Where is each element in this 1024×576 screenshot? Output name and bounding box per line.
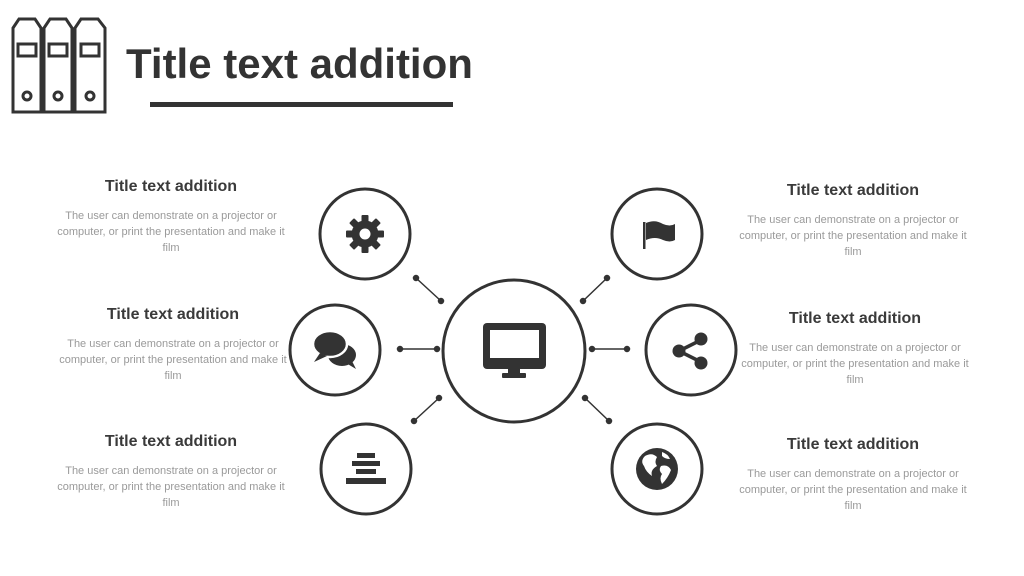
block-description: The user can demonstrate on a projector … — [739, 468, 967, 512]
block-description: The user can demonstrate on a projector … — [59, 338, 287, 382]
layers-icon — [346, 453, 386, 484]
block-title: Title text addition — [104, 178, 238, 195]
share-icon — [672, 332, 708, 370]
connectors — [396, 274, 631, 425]
block-title: Title text addition — [106, 306, 240, 323]
block-description: The user can demonstrate on a projector … — [741, 342, 969, 386]
flag-icon — [643, 221, 675, 249]
text-block-gear: Title text addition The user can demonst… — [56, 178, 286, 256]
title-underline — [150, 102, 453, 107]
text-block-chat: Title text addition The user can demonst… — [58, 306, 288, 384]
text-block-flag: Title text addition The user can demonst… — [738, 182, 968, 260]
globe-icon — [636, 448, 678, 490]
connector-mid-right — [588, 345, 631, 353]
text-block-share: Title text addition The user can demonst… — [740, 310, 970, 388]
block-description: The user can demonstrate on a projector … — [57, 465, 285, 509]
connector-bottom-right — [581, 394, 613, 425]
connector-top-right — [579, 274, 611, 305]
center-node — [441, 278, 587, 424]
connector-top-left — [412, 274, 445, 305]
connector-mid-left — [396, 345, 441, 353]
block-title: Title text addition — [786, 436, 920, 453]
node-circle-share — [644, 303, 738, 397]
text-block-globe: Title text addition The user can demonst… — [738, 436, 968, 514]
block-description: The user can demonstrate on a projector … — [739, 214, 967, 258]
binders-logo-icon — [11, 17, 107, 114]
connector-bottom-left — [410, 394, 443, 425]
monitor-icon — [483, 323, 546, 378]
block-title: Title text addition — [104, 433, 238, 450]
block-title: Title text addition — [786, 182, 920, 199]
text-block-layers: Title text addition The user can demonst… — [56, 433, 286, 511]
page-title: Title text addition — [126, 40, 473, 87]
block-title: Title text addition — [788, 310, 922, 327]
block-description: The user can demonstrate on a projector … — [57, 210, 285, 254]
chat-bubbles-icon — [311, 329, 356, 369]
gear-icon — [346, 215, 384, 253]
